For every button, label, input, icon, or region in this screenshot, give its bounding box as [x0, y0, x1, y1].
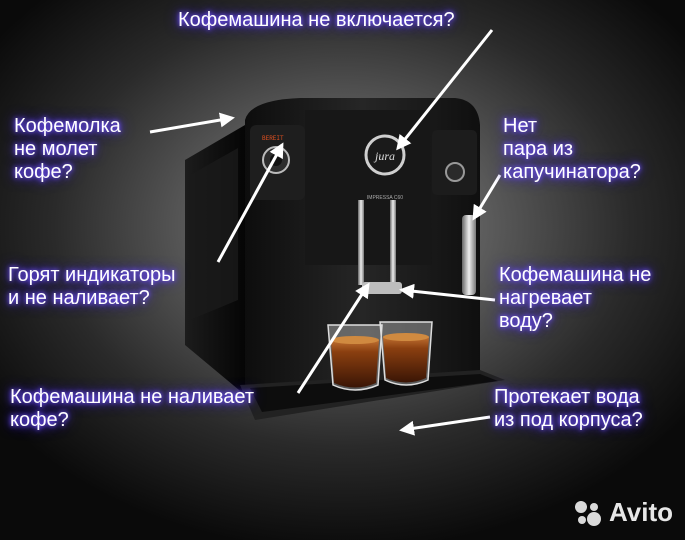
label-no-steam: Нет пара из капучинатора?	[503, 115, 641, 183]
coffee-spout-right	[390, 200, 396, 285]
steam-knob	[445, 162, 465, 182]
label-indicators: Горят индикаторы и не наливает?	[8, 264, 176, 309]
label-grinder: Кофемолка не молет кофе?	[14, 115, 121, 183]
label-not-turning-on: Кофемашина не включается?	[178, 9, 455, 31]
svg-text:jura: jura	[373, 149, 395, 163]
avito-logo-icon	[574, 500, 601, 526]
arrow-icon	[149, 29, 502, 436]
label-leaking: Протекает вода из под корпуса?	[494, 386, 643, 431]
label-not-pouring: Кофемашина не наливает кофе?	[10, 386, 255, 431]
label-not-heating: Кофемашина не нагревает воду?	[499, 264, 652, 332]
brew-head	[305, 110, 432, 265]
model-text: IMPRESSA C60	[367, 195, 403, 201]
coffee-spout-left	[358, 200, 364, 285]
brand-logo	[364, 134, 406, 176]
coffee-cup-right	[379, 321, 433, 386]
steam-wand	[462, 215, 476, 295]
display-text: BEREIT	[262, 135, 284, 142]
coffee-cup-left	[327, 324, 383, 391]
watermark-text: Avito	[608, 497, 673, 527]
avito-watermark: Avito	[573, 497, 673, 528]
